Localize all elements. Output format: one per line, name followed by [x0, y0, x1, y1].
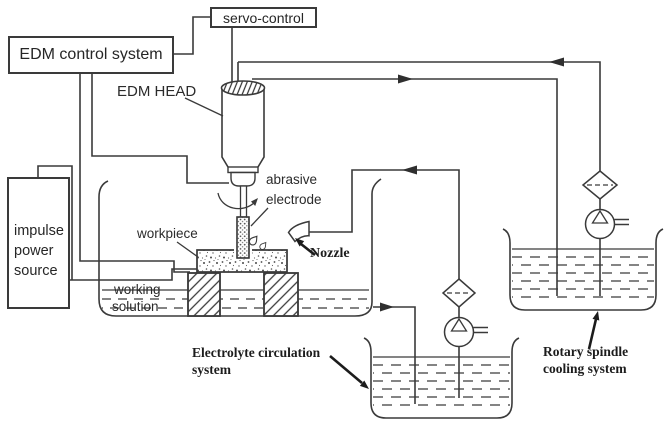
rotary-arrow — [592, 311, 600, 321]
working-solution-label-line1: working — [114, 282, 161, 297]
pipe-electrolyte-supply — [306, 169, 460, 279]
wire-control-to-electrode — [91, 74, 229, 184]
flow-arrow-left-icon — [402, 165, 417, 175]
pointer-edm-head — [184, 97, 224, 117]
nozzle-label: Nozzle — [310, 246, 350, 261]
pipe-coolant-supply — [238, 61, 601, 171]
abrasive-electrode-rod — [236, 216, 250, 259]
electrolyte-liquid — [373, 356, 510, 406]
electrode-shaft — [239, 185, 248, 218]
servo-control-box: servo-control — [210, 7, 317, 28]
abrasive-electrode-label-line2: electrode — [266, 192, 322, 207]
electrolyte-tank-wall — [363, 337, 520, 419]
workpiece-label: workpiece — [137, 226, 198, 241]
edm-head-label: EDM HEAD — [117, 83, 197, 100]
impulse-power-label-line1: impulse — [14, 223, 64, 239]
electrolyte-system-label-line1: Electrolyte circulation — [192, 345, 321, 360]
working-solution-liquid — [102, 289, 369, 309]
label-arrows — [295, 238, 600, 389]
electrolyte-system-label-line2: system — [192, 362, 231, 377]
rotary-system-label-line2: cooling system — [543, 361, 627, 376]
droplets-icon — [248, 235, 267, 250]
impulse-power-source-box: impulse power source — [7, 177, 70, 309]
wire-plus-terminal — [68, 268, 198, 281]
flow-arrows — [380, 57, 564, 312]
pumps — [443, 208, 629, 348]
abrasive-electrode-label-line1: abrasive — [266, 172, 318, 187]
fixture-blocks — [187, 272, 299, 317]
edm-head-shape — [217, 80, 266, 259]
cooling-tank — [502, 228, 664, 311]
wire-control-to-servo — [173, 16, 210, 55]
cooling-liquid — [512, 248, 654, 298]
rotation-arrowhead — [251, 198, 258, 206]
flow-arrow-left-icon — [549, 57, 564, 67]
rotation-arrow-icon — [217, 192, 256, 210]
edm-control-system-box: EDM control system — [8, 36, 174, 74]
cooling-tank-wall — [502, 228, 664, 311]
nozzle-icon — [287, 220, 310, 243]
pointer-workpiece — [176, 241, 199, 258]
working-tank-wall — [98, 178, 382, 317]
flow-arrow-right-icon — [398, 74, 413, 84]
head-top-hatched — [220, 80, 266, 96]
rotary-system-label-line1: Rotary spindle — [543, 344, 629, 359]
spindle-collar — [227, 166, 259, 174]
control-wires — [37, 16, 233, 281]
electrolyte-arrow — [359, 380, 369, 389]
working-solution-label-line2: solution — [112, 299, 159, 314]
servo-control-label: servo-control — [223, 9, 304, 26]
electrolyte-tank — [363, 337, 520, 419]
spindle-nose — [230, 171, 256, 187]
fixture-block-left — [187, 272, 221, 317]
impulse-power-label-line3: source — [14, 263, 58, 279]
wire-minus-terminal — [37, 165, 73, 280]
wire-control-to-table — [79, 74, 190, 273]
flow-arrow-right-icon — [380, 302, 394, 312]
pointer-lines — [176, 97, 269, 258]
spray — [248, 220, 310, 250]
working-tank — [98, 178, 382, 317]
fixture-block-right — [263, 272, 299, 317]
pointer-abrasive-electrode — [250, 207, 269, 227]
filters — [441, 170, 619, 308]
pipe-coolant-return — [252, 78, 558, 296]
edm-control-system-label: EDM control system — [19, 46, 163, 63]
nozzle-arrow — [295, 238, 305, 247]
impulse-power-label-line2: power — [14, 243, 54, 259]
